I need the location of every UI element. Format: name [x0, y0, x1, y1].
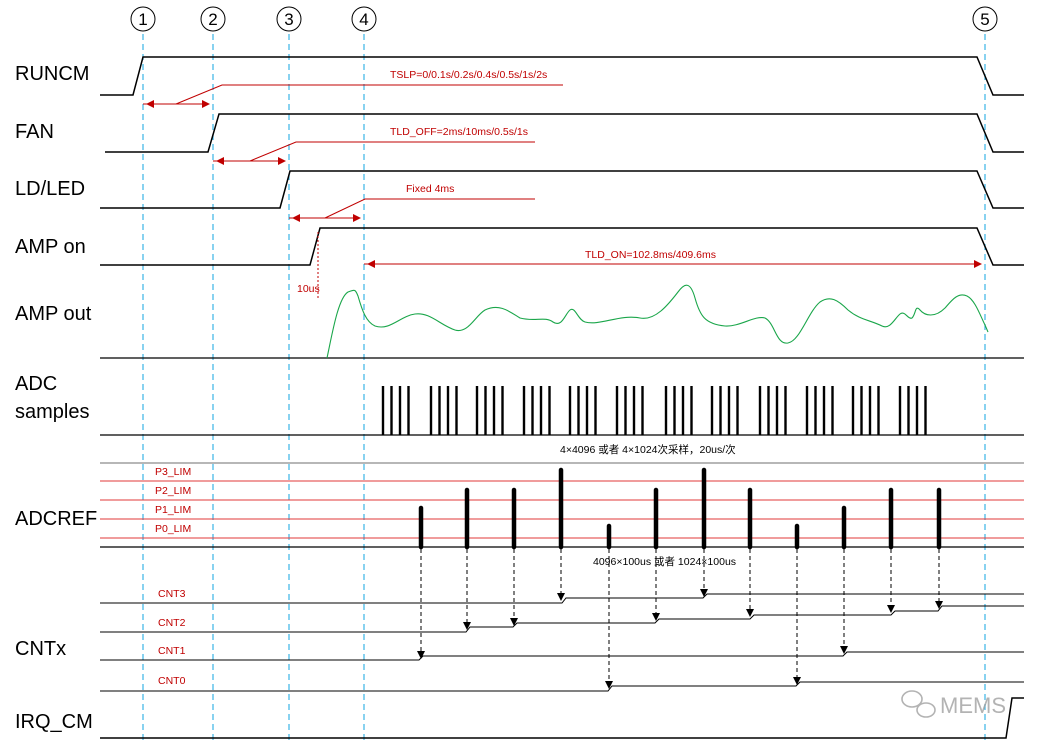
annotation-tslp: TSLP=0/0.1s/0.2s/0.4s/0.5s/1s/2s	[143, 69, 563, 108]
marker-5: 5	[980, 10, 989, 29]
watermark-text: MEMS	[940, 693, 1006, 718]
marker-3: 3	[284, 10, 293, 29]
annotation-tld-on: TLD_ON=102.8ms/409.6ms	[364, 249, 982, 268]
annotation-tld-off: TLD_OFF=2ms/10ms/0.5s/1s	[213, 126, 535, 165]
wave-irq-cm	[100, 697, 1024, 739]
marker-1: 1	[138, 10, 147, 29]
watermark: MEMS	[901, 690, 1006, 718]
text-tld-off: TLD_OFF=2ms/10ms/0.5s/1s	[390, 126, 528, 138]
marker-4: 4	[359, 10, 368, 29]
wave-cnt2	[100, 605, 1024, 633]
cnt-arrows	[417, 549, 943, 689]
label-adc-line1: ADC	[15, 373, 57, 395]
text-cnt2: CNT2	[158, 617, 186, 629]
label-fan: FAN	[15, 121, 54, 143]
label-adc-line2: samples	[15, 401, 89, 423]
watermark-logo-icon	[901, 690, 936, 718]
text-tld-on: TLD_ON=102.8ms/409.6ms	[585, 249, 716, 261]
text-p3-lim: P3_LIM	[155, 466, 191, 478]
text-cnt3: CNT3	[158, 588, 186, 600]
label-runcm: RUNCM	[15, 63, 89, 85]
wave-cnt3	[100, 593, 1024, 604]
text-fixed: Fixed 4ms	[406, 183, 454, 195]
marker-lines	[142, 34, 986, 740]
label-amp-out: AMP out	[15, 303, 92, 325]
label-cntx: CNTx	[15, 638, 66, 660]
marker-2: 2	[208, 10, 217, 29]
adcref-bars	[418, 467, 942, 550]
label-ld-led: LD/LED	[15, 178, 85, 200]
annotation-fixed: Fixed 4ms	[289, 183, 535, 222]
marker-circles: 1 2 3 4 5	[130, 6, 998, 32]
label-adcref: ADCREF	[15, 508, 97, 530]
text-p0-lim: P0_LIM	[155, 523, 191, 535]
wave-cnt1	[100, 651, 1024, 661]
label-amp-on: AMP on	[15, 236, 86, 258]
text-p2-lim: P2_LIM	[155, 485, 191, 497]
text-adc-note: 4×4096 或者 4×1024次采样，20us/次	[560, 443, 736, 456]
wave-cnt0	[100, 681, 1024, 692]
text-cnt0: CNT0	[158, 675, 186, 687]
text-p1-lim: P1_LIM	[155, 504, 191, 516]
text-10us: 10us	[297, 283, 320, 295]
wave-fan	[105, 113, 1024, 153]
wave-runcm	[100, 56, 1024, 96]
adc-sample-pulses	[381, 386, 927, 435]
wave-amp-on	[100, 227, 1024, 266]
text-cnt1: CNT1	[158, 645, 186, 657]
wave-ld-led	[100, 170, 1024, 209]
text-tslp: TSLP=0/0.1s/0.2s/0.4s/0.5s/1s/2s	[390, 69, 547, 81]
text-cnt-note: 4096×100us 或者 1024×100us	[593, 556, 736, 568]
annotation-10us: 10us	[297, 232, 320, 300]
amp-out-wave	[326, 284, 989, 359]
label-irq-cm: IRQ_CM	[15, 711, 93, 733]
